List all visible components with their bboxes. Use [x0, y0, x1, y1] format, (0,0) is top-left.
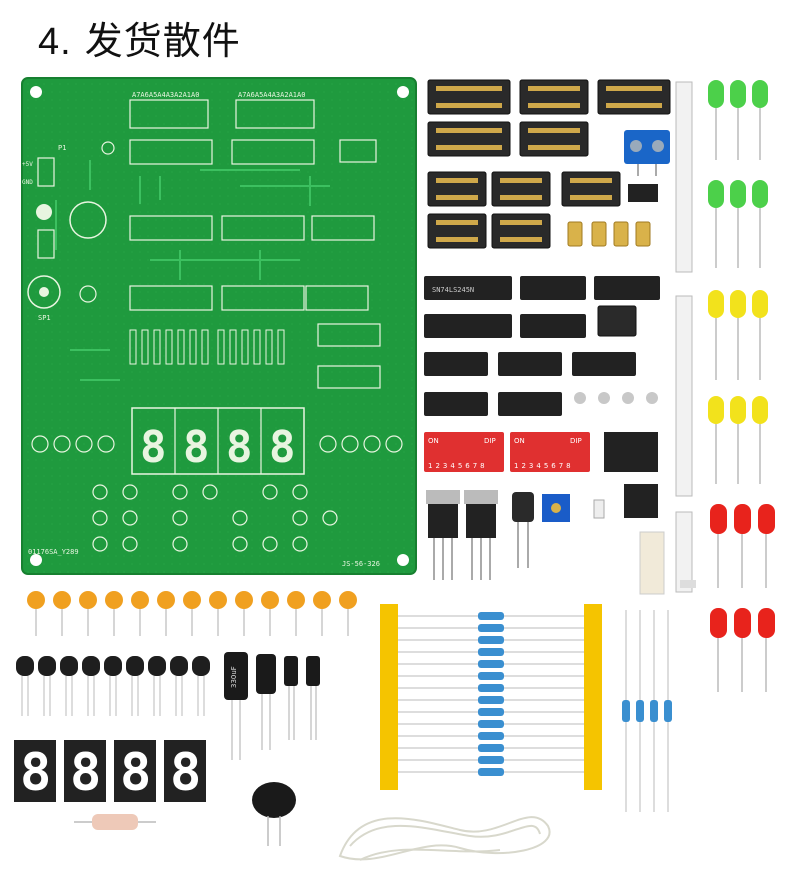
pcb-label-gnd: GND	[22, 179, 33, 186]
page-heading: 4. 发货散件	[38, 10, 241, 65]
cap-330-label: 330uF	[230, 666, 238, 688]
svg-text:8: 8	[20, 743, 51, 803]
dip1-numbers: 12345678	[428, 462, 488, 470]
dip-header-label-1: A7A6A5A4A3A2A1A0	[132, 91, 199, 99]
dip-header-label-2: A7A6A5A4A3A2A1A0	[238, 91, 305, 99]
pcb-resistor-rows	[129, 329, 285, 365]
transistors	[16, 656, 210, 716]
pcb-traces	[55, 160, 330, 381]
dip1-on-label: ON	[428, 437, 439, 445]
dip1-dip-label: DIP	[484, 437, 496, 445]
svg-text:8: 8	[170, 743, 201, 803]
pcb-label-sp1: SP1	[38, 314, 51, 322]
pin-headers	[675, 81, 693, 593]
voltage-regulators	[426, 490, 498, 580]
ic-marking: SN74LS245N	[432, 286, 474, 294]
pcb-transistor-footprints	[31, 435, 403, 453]
dip2-on-label: ON	[514, 437, 525, 445]
brass-standoffs	[567, 221, 651, 247]
heading-number: 4.	[38, 21, 72, 63]
crystal-strip	[639, 531, 665, 595]
wire-bundle	[338, 816, 551, 861]
pcb-board-code-right: JS-56-326	[342, 560, 380, 568]
svg-text:8: 8	[183, 422, 210, 473]
pcb-board-code-left: 01176SA_Y289	[28, 548, 79, 556]
electrolytic-capacitors: 330uF	[224, 652, 320, 760]
pcb-left-components: SP1 P1 +5V GND	[22, 141, 115, 322]
small-ic	[628, 184, 658, 202]
potentiometer	[542, 494, 570, 522]
pcb-label-vcc: +5V	[22, 161, 33, 168]
ceramic-capacitors	[27, 591, 357, 636]
leds	[708, 80, 775, 692]
power-resistor	[74, 814, 156, 830]
svg-text:8: 8	[70, 743, 101, 803]
pcb-dip-footprint-2: A7A6A5A4A3A2A1A0	[235, 91, 315, 129]
small-switch	[593, 499, 605, 519]
smd-part	[680, 580, 696, 588]
screws	[574, 392, 658, 404]
svg-text:8: 8	[140, 422, 167, 473]
dip2-numbers: 12345678	[514, 462, 574, 470]
svg-text:8: 8	[269, 422, 296, 473]
screw-terminal	[624, 130, 670, 176]
heading-text: 发货散件	[84, 19, 241, 63]
pcb-ic-footprints	[129, 139, 381, 389]
inductor	[512, 492, 534, 568]
ic-sockets	[427, 79, 671, 337]
pcb-led-footprints	[92, 484, 338, 552]
dip-switch-2: ON DIP 12345678	[510, 432, 590, 472]
dip2-dip-label: DIP	[570, 437, 582, 445]
loose-resistors	[622, 610, 672, 812]
pcb-board: A7A6A5A4A3A2A1A0 A7A6A5A4A3A2A1A0	[21, 77, 417, 575]
svg-text:8: 8	[120, 743, 151, 803]
resistor-tape-strip	[380, 604, 602, 790]
svg-text:8: 8	[226, 422, 253, 473]
pcb-label-p1: P1	[58, 144, 66, 152]
ic-chips: SN74LS245N	[424, 276, 660, 416]
pcb-dip-footprint-1: A7A6A5A4A3A2A1A0	[129, 91, 209, 129]
push-buttons	[604, 432, 658, 518]
buzzer	[252, 782, 296, 846]
dip-switch-1: ON DIP 12345678	[424, 432, 504, 472]
